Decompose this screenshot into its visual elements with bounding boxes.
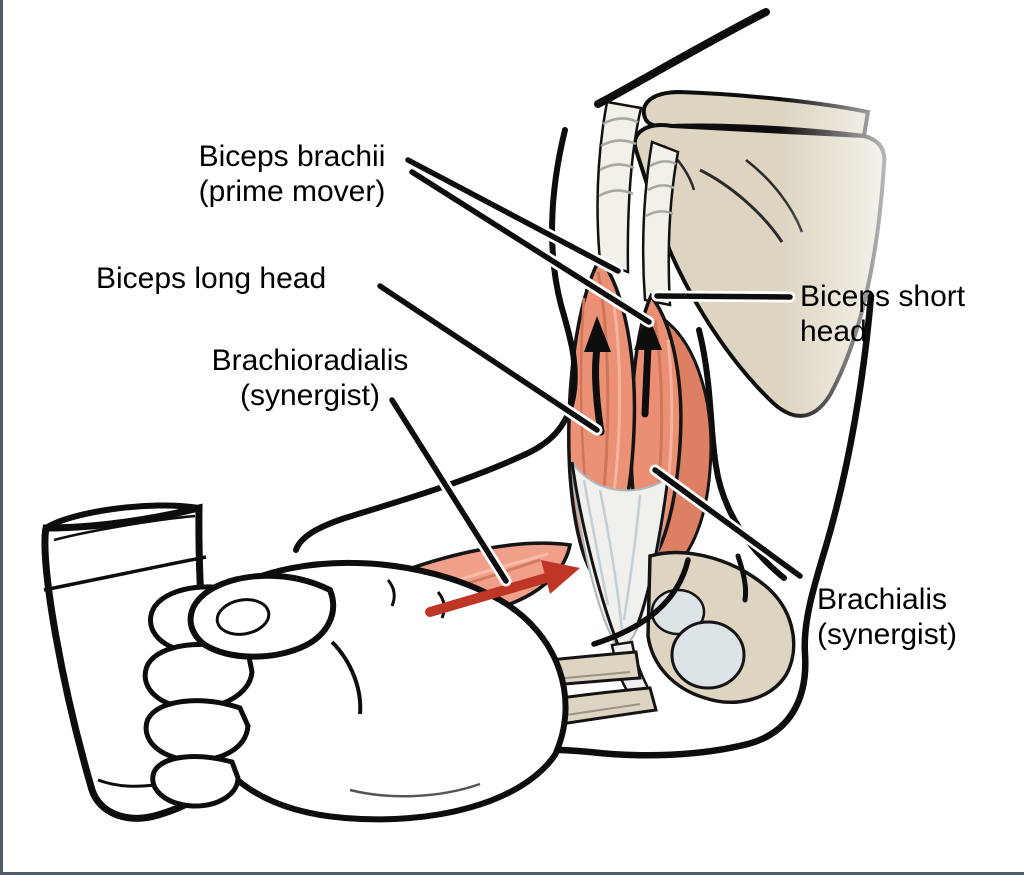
outer-arm-contour <box>421 292 875 768</box>
label-brachialis-line1: Brachialis <box>817 583 948 616</box>
biceps-tendons <box>596 100 680 307</box>
torso-fade <box>780 80 930 420</box>
finger-3 <box>143 698 251 763</box>
leader-biceps-brachii-a <box>402 154 624 277</box>
label-brachioradialis: Brachioradialis (synergist) <box>190 343 430 413</box>
palm-shade-line <box>349 782 481 798</box>
glass-rim <box>44 502 200 531</box>
thumb-crease <box>330 640 363 715</box>
thumbnail <box>215 598 271 636</box>
short-head-tendon <box>641 140 680 307</box>
neck-contour <box>594 8 770 108</box>
biceps-contraction-arrow-short <box>634 314 662 418</box>
forearm-top-contour <box>293 451 529 553</box>
label-biceps-brachii: Biceps brachii (prime mover) <box>164 139 420 209</box>
label-biceps-long-head-line1: Biceps long head <box>96 262 327 295</box>
chest-contour <box>523 127 578 457</box>
label-biceps-brachii-line1: Biceps brachii <box>198 140 386 173</box>
leader-biceps-short-head <box>651 290 796 303</box>
elbow-detail-line <box>735 553 749 603</box>
label-biceps-short-head: Biceps short head <box>800 279 965 349</box>
elbow-inner-contour <box>591 557 691 647</box>
shoulder-bones <box>632 80 930 420</box>
label-biceps-brachii-line2: (prime mover) <box>198 175 386 208</box>
long-head-tendon <box>596 100 643 274</box>
finger-4 <box>150 754 241 809</box>
label-brachialis-line2: (synergist) <box>817 618 958 651</box>
finger-2 <box>142 641 255 711</box>
biceps-contraction-arrow-long <box>584 316 611 436</box>
leader-brachioradialis <box>386 394 512 587</box>
leader-biceps-long-head <box>374 280 603 436</box>
label-brachioradialis-line1: Brachioradialis <box>211 344 409 377</box>
leader-brachialis <box>649 464 806 582</box>
hand <box>142 559 569 823</box>
water-line <box>43 555 207 592</box>
label-biceps-long-head: Biceps long head <box>96 261 326 296</box>
armpit-contour <box>696 327 787 581</box>
elbow-bones <box>610 550 796 704</box>
label-biceps-short-head-line2: head <box>800 315 867 348</box>
brachioradialis-pull-arrow <box>425 560 580 617</box>
leader-biceps-brachii-b <box>406 166 655 328</box>
label-brachioradialis-line2: (synergist) <box>239 379 381 412</box>
leader-lines <box>374 154 806 587</box>
label-biceps-short-head-line1: Biceps short <box>800 280 966 313</box>
elbow-cartilage-large <box>670 620 746 690</box>
viewport-edge-left <box>0 0 3 875</box>
upper-arm-muscles <box>567 254 713 652</box>
viewport-edge-bottom <box>0 872 1024 875</box>
glass-rim-inner <box>53 514 196 542</box>
label-brachialis: Brachialis (synergist) <box>817 582 957 652</box>
